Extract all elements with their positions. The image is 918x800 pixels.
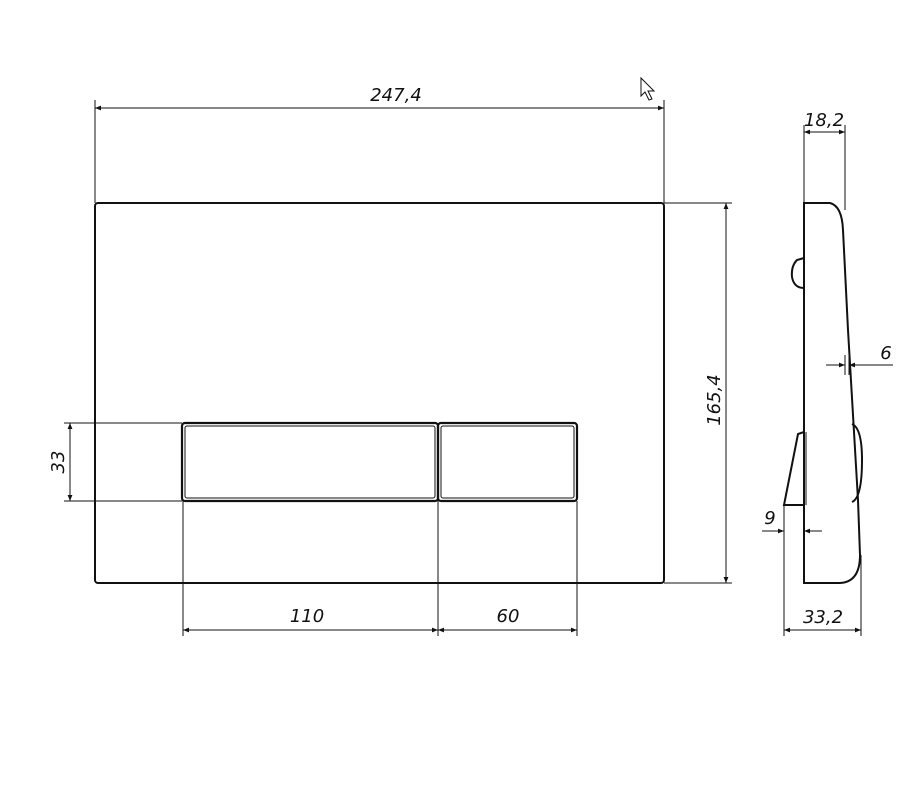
offset-label: 6 [880, 343, 891, 364]
mouse-pointer-icon [640, 76, 656, 101]
overall-width-label: 247,4 [370, 85, 422, 106]
dimension-overall-width: 247,4 [94, 85, 665, 203]
panel-profile [803, 202, 862, 584]
panel-depth-label: 18,2 [804, 110, 844, 131]
button-height-label: 33 [48, 451, 69, 474]
dimension-panel-depth: 18,2 [803, 110, 846, 210]
lower-wedge [782, 431, 805, 506]
dimension-total-depth: 33,2 [783, 540, 862, 636]
side-view: 18,2 6 9 33,2 [762, 110, 893, 636]
small-flush-button [436, 421, 579, 503]
small-button-width-label: 60 [497, 606, 520, 627]
upper-mount-clip [790, 257, 805, 289]
dimension-overall-height: 165,4 [664, 202, 732, 584]
overall-height-label: 165,4 [704, 374, 725, 426]
dimension-protrusion: 9 [762, 505, 822, 540]
large-button-width-label: 110 [290, 606, 324, 627]
large-flush-button [180, 421, 440, 503]
dimension-button-height: 33 [48, 422, 182, 502]
button-protrusion [851, 423, 864, 503]
dimension-offset: 6 [826, 343, 893, 375]
front-view: 247,4 165,4 33 110 60 [48, 85, 732, 636]
total-depth-label: 33,2 [803, 607, 843, 628]
protrusion-label: 9 [764, 508, 775, 529]
dimension-button-widths: 110 60 [182, 423, 578, 636]
flush-plate-outline [94, 202, 665, 584]
